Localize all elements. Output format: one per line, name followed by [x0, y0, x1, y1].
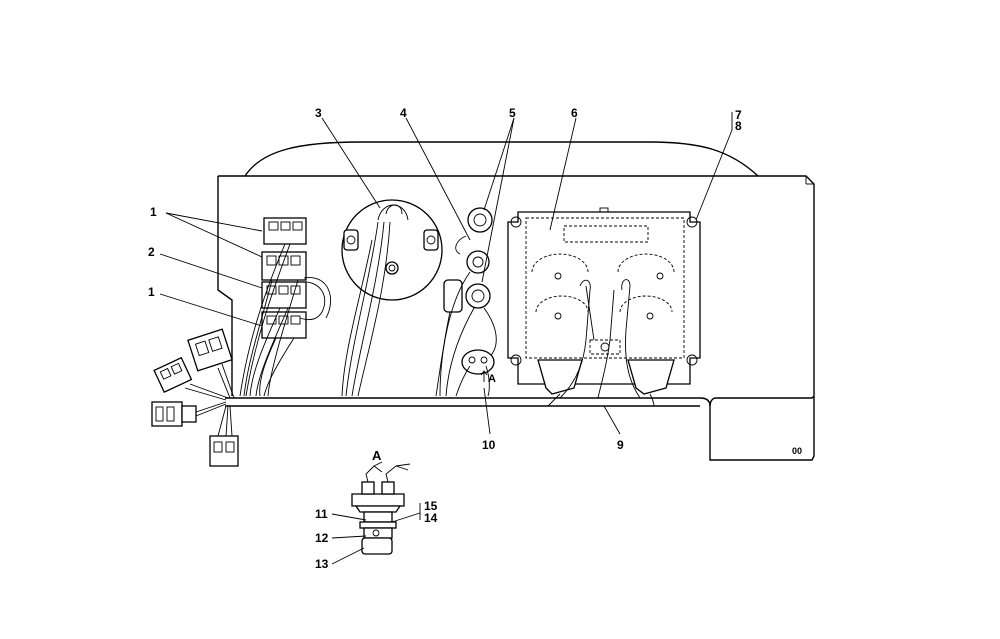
- callout-7: 7: [735, 108, 742, 122]
- callout-2: 2: [148, 245, 155, 259]
- gauge-item-3: [341, 199, 443, 397]
- indicator-lamps: [435, 207, 497, 397]
- callout-9: 9: [617, 438, 624, 452]
- switch-item-10: [455, 349, 495, 397]
- callout-4: 4: [400, 106, 407, 120]
- callout-12: 12: [315, 531, 329, 545]
- callout-5: 5: [509, 106, 516, 120]
- callout-11: 11: [315, 507, 328, 521]
- callout-1-top: 1: [150, 205, 157, 219]
- detail-a-title: A: [372, 448, 382, 463]
- callout-15: 15: [424, 499, 438, 513]
- controller-module: [507, 207, 701, 407]
- leader-lines: [159, 112, 733, 565]
- callout-14: 14: [424, 511, 438, 525]
- panel-outline: [217, 141, 815, 461]
- external-connectors: [151, 328, 239, 467]
- callout-1-lower: 1: [148, 285, 155, 299]
- callout-6: 6: [571, 106, 578, 120]
- callout-3: 3: [315, 106, 322, 120]
- detail-a-switch: [351, 461, 411, 555]
- relay-wires: [239, 243, 299, 397]
- relay-block-group: [261, 217, 331, 339]
- callout-labels: 1 2 1 3 4 5 6 7 8 9 10 11 12 13 15 14: [148, 106, 742, 571]
- corner-mark: 00: [792, 446, 802, 456]
- callout-8: 8: [735, 119, 742, 133]
- callout-13: 13: [315, 557, 329, 571]
- callout-10: 10: [482, 438, 496, 452]
- detail-a-arrow-label: A: [488, 373, 496, 385]
